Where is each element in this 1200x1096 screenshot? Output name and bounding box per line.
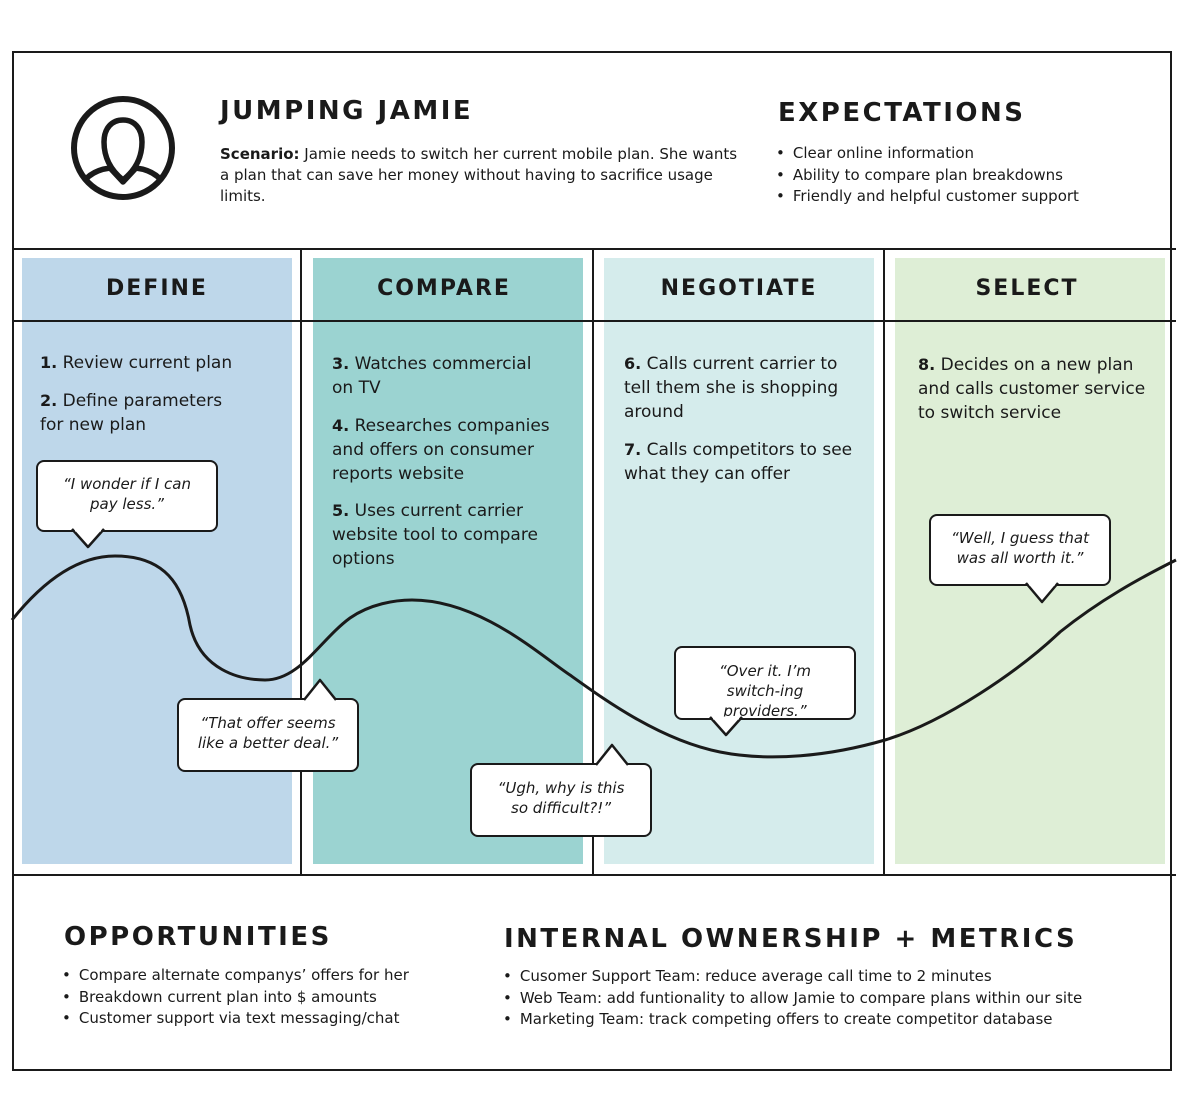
step-text: Uses current carrier website tool to com… (332, 501, 538, 569)
step-number: 8. (918, 355, 936, 374)
stage-title-divider (12, 320, 1176, 322)
stage-title-negotiate: NEGOTIATE (660, 276, 818, 301)
stage-divider (883, 249, 885, 875)
step-text: Define parameters for new plan (40, 391, 223, 435)
step-item: 2. Define parameters for new plan (40, 389, 240, 437)
quote-bubble: “Well, I guess that was all worth it.” (929, 514, 1111, 586)
opportunities-title: OPPORTUNITIES (64, 922, 332, 952)
ownership-title: INTERNAL OWNERSHIP + METRICS (504, 924, 1078, 954)
scenario-label: Scenario: (220, 145, 300, 163)
ownership-item: Web Team: add funtionality to allow Jami… (503, 988, 1143, 1010)
step-number: 7. (624, 440, 642, 459)
quote-bubble: “Ugh, why is this so difficult?!” (470, 763, 652, 837)
opportunities-list: Compare alternate companys’ offers for h… (62, 965, 462, 1030)
opportunity-item: Compare alternate companys’ offers for h… (62, 965, 462, 987)
ownership-item: Marketing Team: track competing offers t… (503, 1009, 1143, 1031)
quote-bubble: “I wonder if I can pay less.” (36, 460, 218, 532)
step-item: 3. Watches commercial on TV (332, 352, 547, 400)
step-number: 6. (624, 354, 642, 373)
expectations-list: Clear online information Ability to comp… (776, 143, 1156, 208)
step-number: 3. (332, 354, 350, 373)
step-number: 1. (40, 353, 58, 372)
step-number: 2. (40, 391, 58, 410)
ownership-list: Cusomer Support Team: reduce average cal… (503, 966, 1143, 1031)
step-item: 5. Uses current carrier website tool to … (332, 499, 542, 571)
quote-bubble: “That offer seems like a better deal.” (177, 698, 359, 772)
persona-name: JUMPING JAMIE (220, 96, 474, 126)
quote-text: “I wonder if I can pay less.” (63, 475, 191, 513)
step-text: Review current plan (62, 353, 233, 373)
quote-bubble: “Over it. I’m switch-ing providers.” (674, 646, 856, 720)
ownership-item: Cusomer Support Team: reduce average cal… (503, 966, 1143, 988)
stage-title-define: DEFINE (106, 276, 208, 301)
step-number: 4. (332, 416, 350, 435)
step-text: Calls current carrier to tell them she i… (624, 354, 839, 422)
step-text: Decides on a new plan and calls customer… (918, 355, 1146, 423)
step-number: 5. (332, 501, 350, 520)
step-item: 8. Decides on a new plan and calls custo… (918, 353, 1163, 425)
step-item: 4. Researches companies and offers on co… (332, 414, 572, 486)
opportunity-item: Customer support via text messaging/chat (62, 1008, 462, 1030)
stage-divider (592, 249, 594, 875)
expectation-item: Clear online information (776, 143, 1156, 165)
footer-divider (12, 874, 1176, 876)
step-text: Calls competitors to see what they can o… (624, 440, 853, 484)
stage-title-compare: COMPARE (377, 276, 511, 301)
quote-text: “Well, I guess that was all worth it.” (951, 529, 1090, 567)
header-divider (12, 248, 1176, 250)
scenario-body: Jamie needs to switch her current mobile… (220, 145, 738, 205)
expectation-item: Friendly and helpful customer support (776, 186, 1156, 208)
scenario-text: Scenario: Jamie needs to switch her curr… (220, 144, 740, 207)
stage-divider (300, 249, 302, 875)
negotiate-panel (604, 258, 874, 864)
quote-text: “Over it. I’m switch-ing providers.” (718, 662, 811, 720)
step-item: 7. Calls competitors to see what they ca… (624, 438, 864, 486)
expectation-item: Ability to compare plan breakdowns (776, 165, 1156, 187)
step-text: Watches commercial on TV (332, 354, 532, 398)
quote-text: “That offer seems like a better deal.” (197, 714, 339, 752)
stage-title-select: SELECT (975, 276, 1079, 301)
user-avatar-icon (71, 96, 175, 200)
step-item: 1. Review current plan (40, 351, 280, 375)
quote-text: “Ugh, why is this so difficult?!” (497, 779, 625, 817)
expectations-title: EXPECTATIONS (778, 98, 1026, 128)
step-item: 6. Calls current carrier to tell them sh… (624, 352, 864, 424)
step-text: Researches companies and offers on consu… (332, 416, 550, 484)
opportunity-item: Breakdown current plan into $ amounts (62, 987, 462, 1009)
